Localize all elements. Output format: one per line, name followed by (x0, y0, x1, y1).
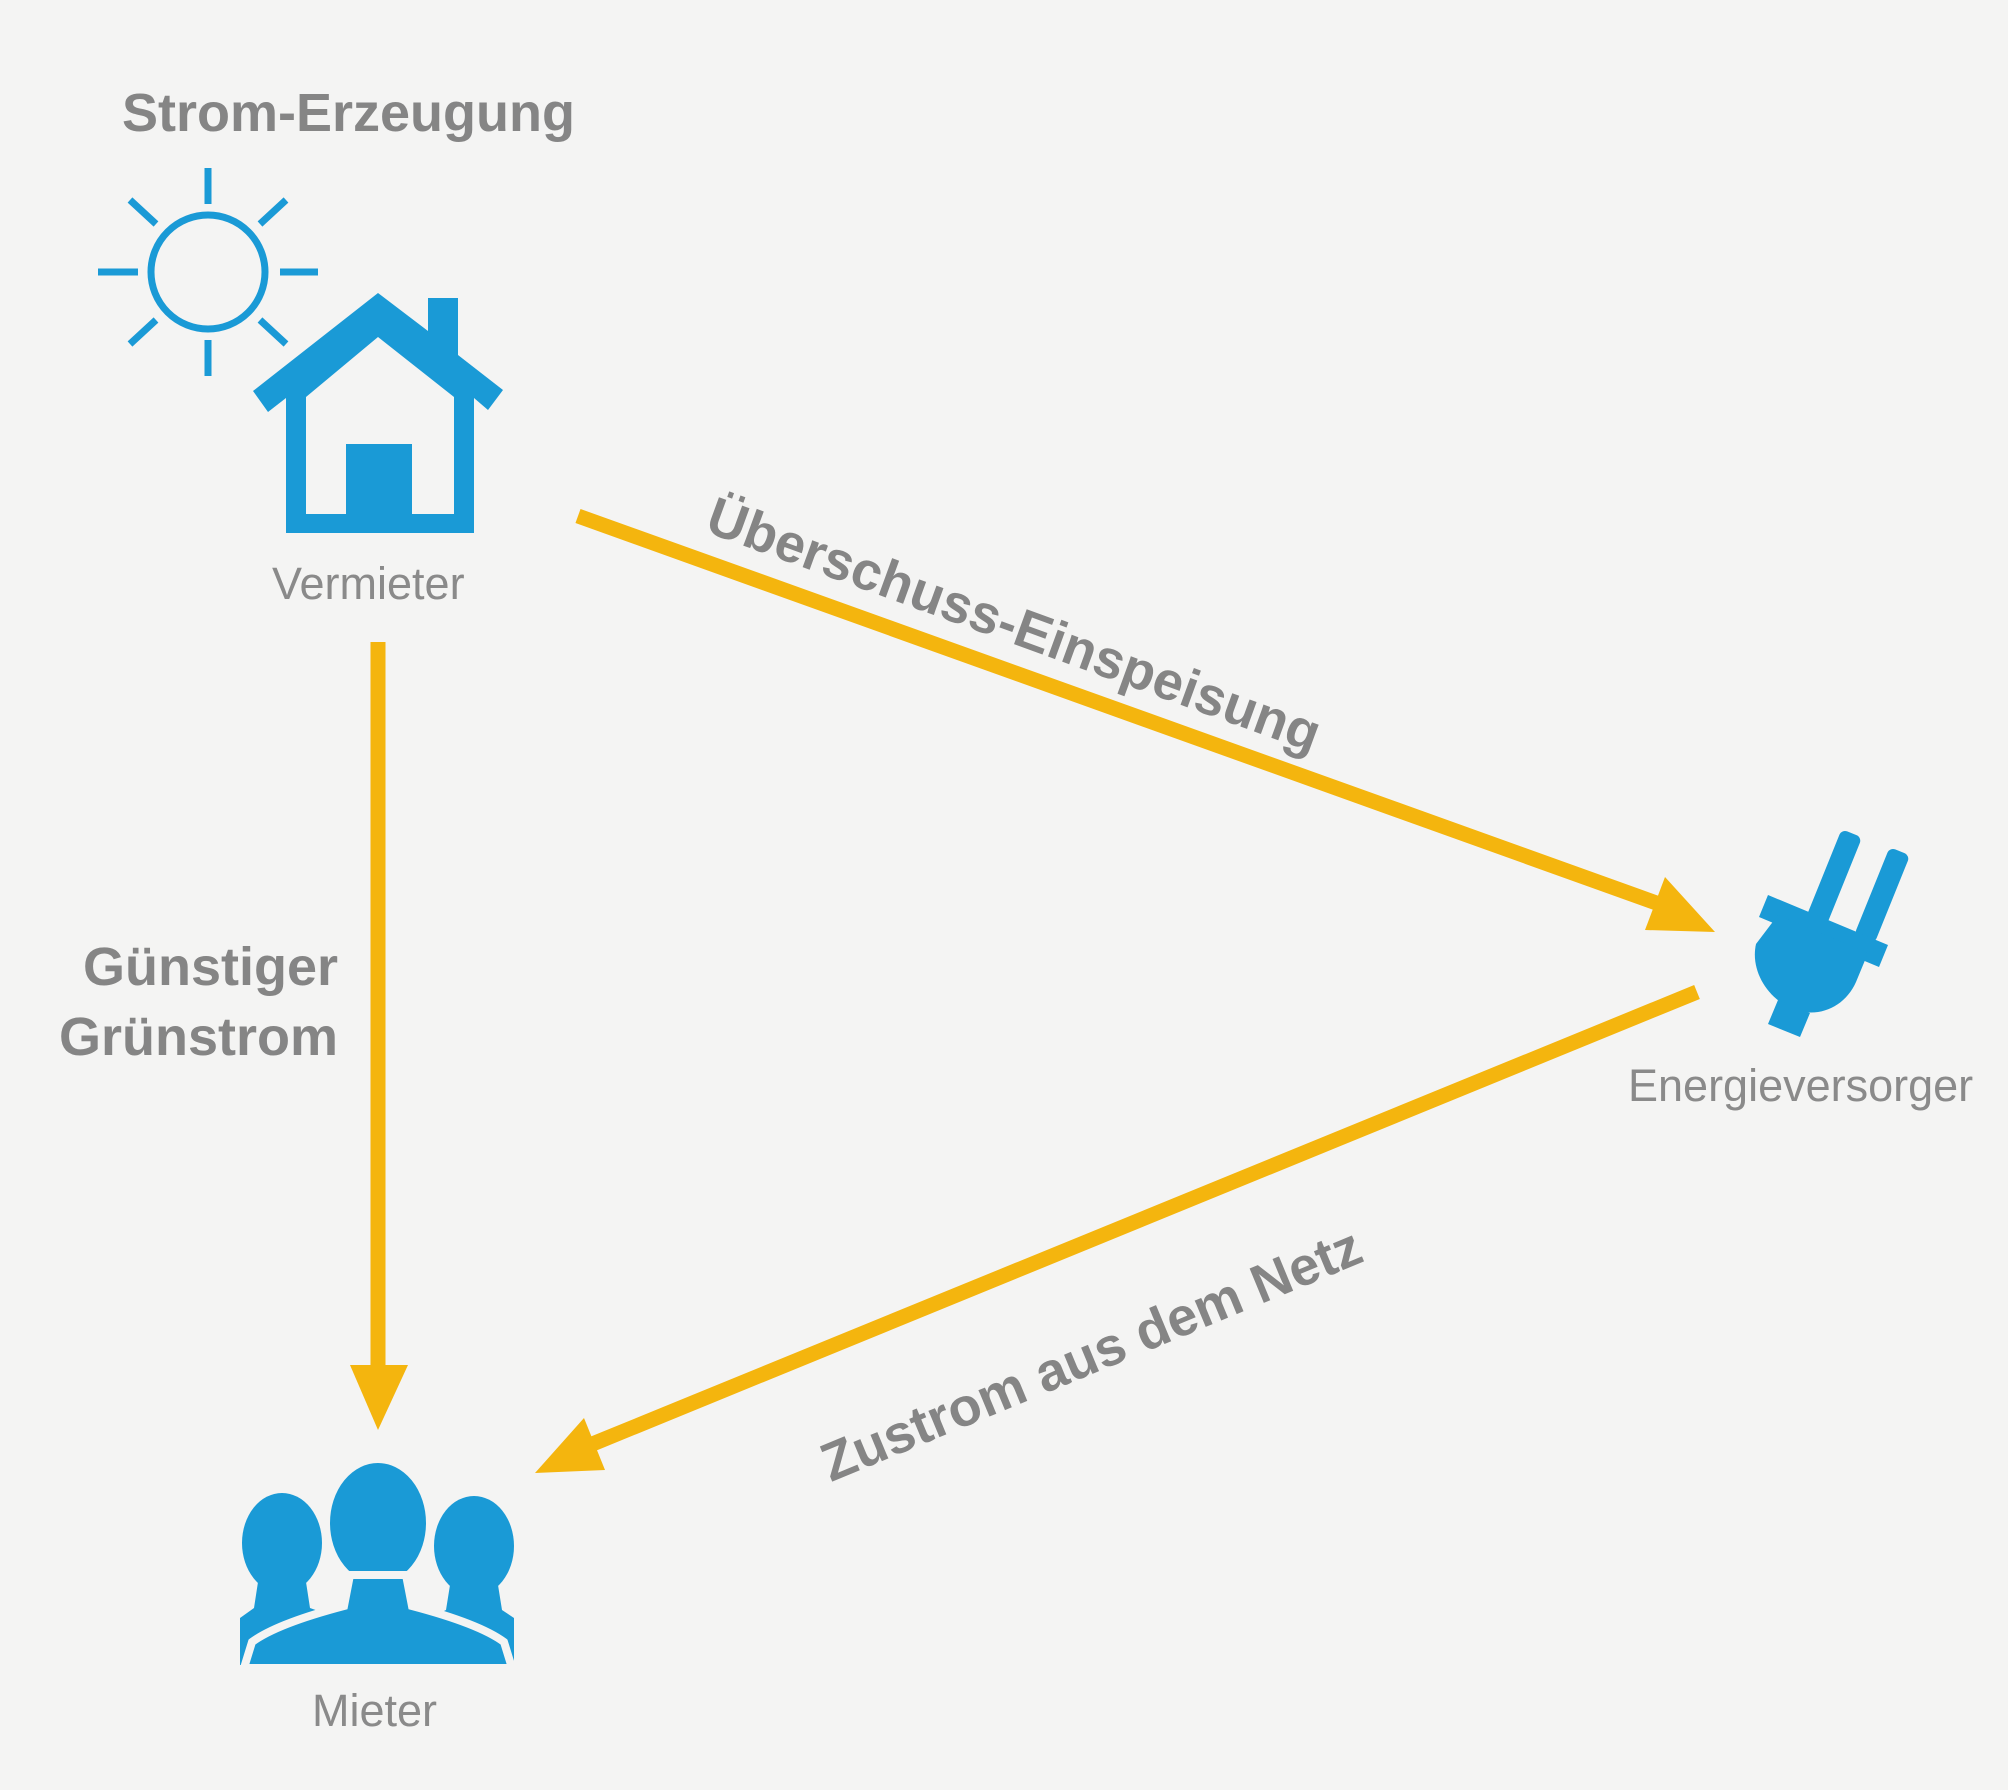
arrow-zustrom (535, 985, 1700, 1473)
people-icon (238, 1455, 518, 1672)
arrow-einspeisung (575, 508, 1715, 932)
diagram-title: Strom-Erzeugung (122, 83, 575, 143)
energieversorger-label: Energieversorger (1628, 1060, 1974, 1111)
gruenstrom-line1: Günstiger (82, 937, 338, 997)
mieter-label: Mieter (312, 1685, 438, 1736)
arrow-gruenstrom (350, 642, 408, 1430)
gruenstrom-line2: Grünstrom (58, 1007, 338, 1067)
plug-icon (1754, 830, 1909, 1037)
person-center (238, 1455, 518, 1672)
house-icon (253, 293, 503, 533)
sun-icon (98, 168, 318, 376)
vermieter-label: Vermieter (272, 558, 465, 609)
gruenstrom-label: Günstiger Grünstrom (58, 932, 338, 1072)
arrows (350, 508, 1715, 1473)
